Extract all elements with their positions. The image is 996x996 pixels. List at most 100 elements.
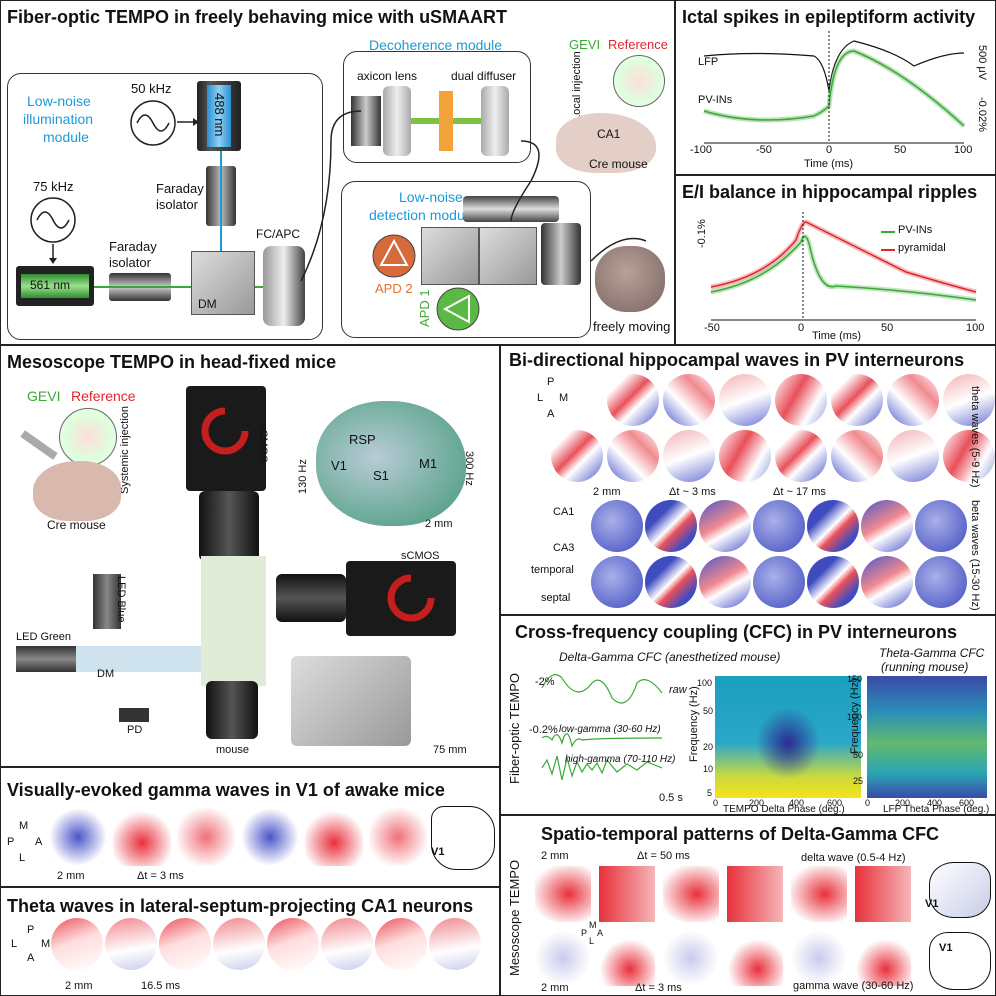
panel-gamma-v1: Visually-evoked gamma waves in V1 of awa…: [0, 767, 500, 887]
wave-map-tile: [429, 918, 481, 970]
panel-title: Ictal spikes in epileptiform activity: [682, 7, 976, 27]
wave-map-tile: [645, 500, 697, 552]
arrow-icon: [177, 118, 199, 126]
xtick2-1: 200: [895, 798, 911, 808]
rsp-label: RSP: [349, 432, 376, 447]
panel-ei-balance: E/I balance in hippocampal ripples -0.1%…: [675, 175, 996, 345]
wave-map-tile: [791, 930, 847, 986]
dt17-label: Δt ~ 17 ms: [773, 486, 826, 498]
v1-label: V1: [331, 458, 347, 473]
ytick1-4: 5: [707, 788, 713, 798]
ytick2-1: 100: [847, 712, 863, 722]
wave-map-tile: [915, 556, 967, 608]
wave-map-tile: [943, 374, 995, 426]
orient-M: M: [589, 920, 597, 930]
apd2-icon: [372, 234, 416, 278]
laser-488: 488 nm: [197, 81, 241, 151]
tick-2: 50: [881, 322, 894, 334]
bottom-objective: [206, 681, 258, 739]
pd-detector: [119, 708, 149, 722]
wave-map-tile: [831, 374, 883, 426]
m1-label: M1: [419, 456, 438, 471]
theta-label: theta waves (5-9 Hz): [969, 386, 981, 488]
panel-title: Bi-directional hippocampal waves in PV i…: [509, 350, 965, 370]
orient-L: L: [19, 852, 26, 864]
mm2-label: 2 mm: [65, 980, 93, 992]
scale-02pct: -0.2%: [529, 724, 558, 736]
panel-title: Theta waves in lateral-septum-projecting…: [7, 896, 474, 916]
xtick1-3: 600: [827, 798, 843, 808]
delta-label: delta wave (0.5-4 Hz): [801, 852, 906, 864]
dt50: Δt = 50 ms: [637, 850, 690, 862]
x-axis-label: Time (ms): [804, 158, 854, 170]
spectrogram-delta: [715, 676, 861, 798]
panel-ictal-spikes: Ictal spikes in epileptiform activity LF…: [675, 0, 996, 175]
tick-1: -50: [756, 144, 772, 156]
v1-a: V1: [925, 898, 939, 910]
laser-561-label: 561 nm: [30, 278, 71, 292]
panel-fiber-optic-tempo: Fiber-optic TEMPO in freely behaving mic…: [0, 0, 675, 345]
xtick1-2: 400: [789, 798, 805, 808]
wave-map-tile: [105, 918, 157, 970]
wave-map-tile: [599, 866, 655, 922]
orient-M: M: [19, 820, 29, 832]
detection-objective: [541, 223, 581, 285]
orient-P: P: [581, 928, 588, 938]
laser-488-label: 488 nm: [212, 93, 227, 137]
scmos-camera-top: [186, 386, 266, 491]
tick-0: -100: [690, 144, 713, 156]
gevi-label: GEVI: [27, 388, 61, 404]
illumination-module-box: [7, 73, 323, 340]
reference-label: Reference: [608, 37, 668, 52]
xtick2-2: 400: [927, 798, 943, 808]
faraday-2-a: Faraday: [109, 239, 157, 254]
wave-map-tile: [305, 808, 363, 866]
led-blue-label: LED Blue: [115, 576, 127, 623]
detection-label-1: Low-noise: [399, 189, 463, 205]
dm-label: DM: [97, 668, 115, 680]
faraday-1-b: isolator: [156, 197, 198, 212]
xtick2-3: 600: [959, 798, 975, 808]
hz300-label: 300 Hz: [463, 451, 475, 486]
wave-map-tile: [719, 430, 771, 482]
ytick1-2: 20: [703, 742, 714, 752]
wave-map-tile: [887, 374, 939, 426]
xtick1-1: 200: [749, 798, 765, 808]
detection-label-2: detection module: [369, 207, 476, 223]
detection-cubes: [421, 227, 541, 285]
light-path: [201, 556, 266, 686]
wave-map-tile: [645, 556, 697, 608]
beam-horizontal: [76, 646, 201, 672]
wave-map-tile: [113, 808, 171, 866]
ripple-traces: [710, 212, 977, 321]
orient-A: A: [35, 836, 43, 848]
v1-outline-a: [929, 862, 991, 918]
tick-1: 0: [798, 322, 805, 334]
gevi-label: GEVI: [569, 37, 601, 52]
ytick2-2: 50: [853, 750, 864, 760]
orient-A: A: [27, 952, 35, 964]
cre-mouse-label: Cre mouse: [47, 518, 106, 532]
v1-label: V1: [431, 846, 445, 858]
apd1-icon: [436, 287, 480, 331]
tick-3: 100: [966, 322, 985, 334]
fiber-cable: [300, 110, 647, 281]
syringe-icon: [20, 430, 58, 460]
dt-label: 16.5 ms: [141, 980, 181, 992]
led-blue: [93, 574, 121, 629]
mouse-head-illustration: [556, 113, 656, 173]
diffuser-label: dual diffuser: [451, 69, 517, 83]
xlabel-2: LFP Theta Phase (deg.): [883, 804, 990, 815]
panel-title: Spatio-temporal patterns of Delta-Gamma …: [541, 824, 940, 844]
mm2-label: 2 mm: [425, 518, 453, 530]
tick-3: 50: [894, 144, 907, 156]
mouse-label: mouse: [216, 744, 250, 756]
wave-map-tile: [591, 500, 643, 552]
freq-ylabel-1: Frequency (Hz): [688, 686, 700, 762]
wave-map-tile: [719, 374, 771, 426]
freq-75-label: 75 kHz: [33, 179, 74, 194]
wave-map-tile: [663, 430, 715, 482]
decoherence-label: Decoherence module: [369, 37, 503, 53]
freely-moving-label: freely moving: [593, 319, 671, 334]
freely-moving-mouse: [595, 246, 665, 312]
